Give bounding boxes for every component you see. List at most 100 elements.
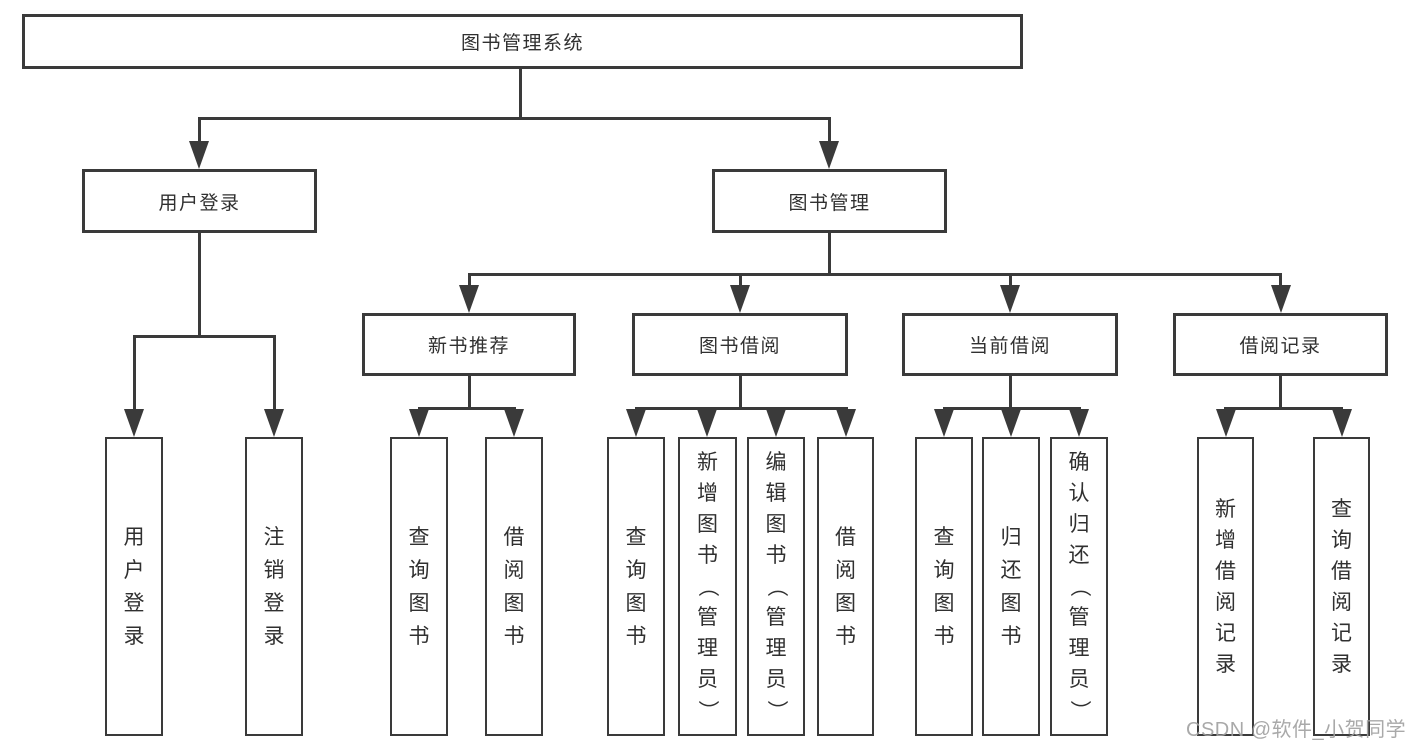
vertical-char: 借 <box>1215 559 1236 583</box>
vertical-char: 查 <box>408 525 430 549</box>
vertical-char: ） <box>696 700 719 721</box>
node-borrow-records-label: 借阅记录 <box>1239 336 1322 357</box>
connector-line <box>1008 273 1012 286</box>
leaf-user-login: 用户登录 <box>105 437 163 736</box>
arrow-down-icon <box>1001 409 1021 437</box>
vertical-char: 录 <box>263 624 285 648</box>
arrow-down-icon <box>626 409 646 437</box>
vertical-char: 阅 <box>1215 590 1236 614</box>
vertical-char: （ <box>1067 576 1091 597</box>
node-current-borrow: 当前借阅 <box>902 313 1118 376</box>
vertical-char: 确 <box>1068 451 1090 474</box>
leaf-confirm-return-admin-label: 确认归还（管理员） <box>1052 439 1106 734</box>
node-root: 图书管理系统 <box>22 14 1023 69</box>
vertical-char: 编 <box>765 451 787 474</box>
vertical-char: 书 <box>933 624 955 648</box>
vertical-char: ） <box>764 700 788 721</box>
vertical-char: 阅 <box>1331 590 1352 614</box>
leaf-add-books-admin-label: 新增图书（管理员） <box>680 439 735 734</box>
arrow-down-icon <box>264 409 284 437</box>
connector-line <box>1279 376 1282 408</box>
leaf-borrow-query-books-label: 查询图书 <box>609 439 663 734</box>
arrow-down-icon <box>819 141 839 169</box>
connector-line <box>272 335 276 410</box>
node-current-borrow-label: 当前借阅 <box>968 336 1051 357</box>
vertical-char: 录 <box>123 624 145 648</box>
connector-line <box>634 407 848 410</box>
vertical-char: 辑 <box>765 482 787 505</box>
vertical-char: 员 <box>697 668 718 691</box>
arrow-down-icon <box>766 409 786 437</box>
connector-line <box>467 273 1282 276</box>
vertical-char: 查 <box>625 525 647 549</box>
vertical-char: 图 <box>835 591 856 615</box>
vertical-char: 增 <box>1215 528 1236 552</box>
leaf-query-borrow-record-label: 查询借阅记录 <box>1315 439 1368 734</box>
vertical-char: 询 <box>408 558 430 582</box>
vertical-char: 认 <box>1068 482 1090 505</box>
arrow-down-icon <box>1215 409 1236 437</box>
vertical-char: 图 <box>697 513 718 536</box>
leaf-query-borrow-record: 查询借阅记录 <box>1313 437 1370 736</box>
vertical-char: 管 <box>697 606 718 629</box>
vertical-char: 登 <box>263 591 285 615</box>
vertical-char: 书 <box>408 624 430 648</box>
connector-line <box>417 407 516 410</box>
connector-line <box>942 407 1081 410</box>
vertical-char: 增 <box>697 482 718 505</box>
node-borrow-records: 借阅记录 <box>1173 313 1388 376</box>
vertical-char: 用 <box>123 525 145 549</box>
vertical-char: 书 <box>697 544 718 567</box>
vertical-char: 注 <box>263 525 285 549</box>
vertical-char: 员 <box>765 668 787 691</box>
node-user-login-label: 用户登录 <box>158 192 241 214</box>
connector-line <box>197 233 201 335</box>
vertical-char: （ <box>696 576 719 597</box>
arrow-down-icon <box>697 409 717 437</box>
node-new-book-recommend-label: 新书推荐 <box>427 336 510 357</box>
leaf-return-books: 归还图书 <box>982 437 1040 736</box>
vertical-char: 图 <box>408 591 430 615</box>
vertical-char: 查 <box>1331 497 1352 521</box>
vertical-char: 录 <box>1215 652 1236 676</box>
node-root-label: 图书管理系统 <box>460 33 584 54</box>
vertical-char: 登 <box>123 591 145 615</box>
vertical-char: 归 <box>1000 525 1022 549</box>
vertical-char: 书 <box>625 624 647 648</box>
vertical-char: 阅 <box>503 558 525 582</box>
leaf-user-login-label: 用户登录 <box>107 439 161 734</box>
vertical-char: 管 <box>765 606 787 629</box>
connector-line <box>738 376 742 408</box>
vertical-char: 书 <box>765 544 787 567</box>
vertical-char: 图 <box>503 591 525 615</box>
vertical-char: 图 <box>625 591 647 615</box>
connector-line <box>197 117 201 143</box>
vertical-char: 阅 <box>835 558 856 582</box>
vertical-char: 图 <box>1000 591 1022 615</box>
vertical-char: 书 <box>503 624 525 648</box>
vertical-char: 理 <box>765 637 787 660</box>
leaf-return-books-label: 归还图书 <box>984 439 1038 734</box>
vertical-char: 记 <box>1215 621 1236 645</box>
vertical-char: 理 <box>1068 637 1090 660</box>
vertical-char: 图 <box>765 513 787 536</box>
node-new-book-recommend: 新书推荐 <box>362 313 576 376</box>
leaf-add-borrow-record: 新增借阅记录 <box>1197 437 1254 736</box>
vertical-char: 书 <box>1000 624 1022 648</box>
vertical-char: 户 <box>123 558 145 582</box>
arrow-down-icon <box>934 409 954 437</box>
vertical-char: 还 <box>1068 544 1090 567</box>
arrow-down-icon <box>1270 285 1291 313</box>
vertical-char: 新 <box>1215 497 1236 521</box>
arrow-down-icon <box>189 141 209 169</box>
leaf-add-borrow-record-label: 新增借阅记录 <box>1199 439 1252 734</box>
connector-line <box>827 233 831 274</box>
leaf-borrow-borrow-books-label: 借阅图书 <box>819 439 872 734</box>
leaf-recommend-borrow-books: 借阅图书 <box>485 437 543 736</box>
vertical-char: 询 <box>1331 528 1352 552</box>
vertical-char: 书 <box>835 624 856 648</box>
vertical-char: 归 <box>1068 513 1090 536</box>
node-user-login: 用户登录 <box>82 169 317 233</box>
vertical-char: 还 <box>1000 558 1022 582</box>
arrow-down-icon <box>459 285 479 313</box>
